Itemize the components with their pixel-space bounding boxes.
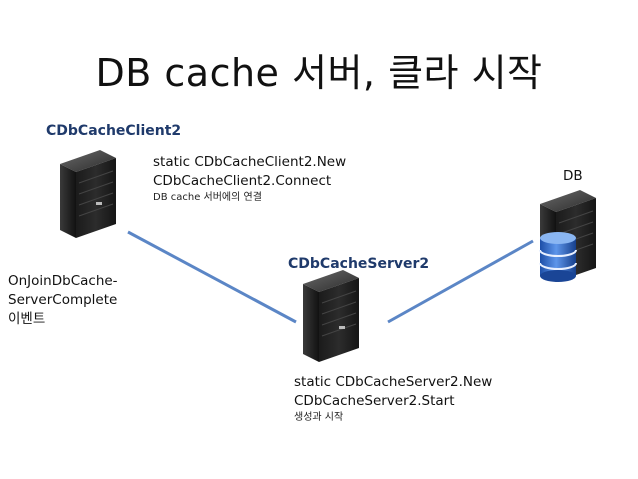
server-desc-note: 생성과 시작 [294, 412, 344, 423]
client-event-line2: ServerComplete [8, 292, 118, 308]
server-desc-line2: CDbCacheServer2.Start [294, 393, 455, 409]
db-label: DB [563, 168, 583, 184]
server-description: static CDbCacheServer2.New CDbCacheServe… [294, 373, 492, 425]
client-server-icon [60, 150, 116, 238]
server-name-label: CDbCacheServer2 [288, 256, 430, 272]
connector-server-db [387, 239, 534, 324]
slide-title: DB cache 서버, 클라 시작 [95, 51, 543, 95]
client-event-text: OnJoinDbCache- ServerComplete 이벤트 [8, 272, 118, 329]
database-cylinder-icon [539, 232, 577, 282]
server-desc-line1: static CDbCacheServer2.New [294, 374, 493, 390]
client-desc-line2: CDbCacheClient2.Connect [153, 173, 332, 189]
client-desc-line1: static CDbCacheClient2.New [153, 154, 347, 170]
client-event-line1: OnJoinDbCache- [8, 273, 118, 289]
client-event-line3: 이벤트 [8, 311, 46, 327]
client-name-label: CDbCacheClient2 [46, 123, 182, 139]
central-server-icon [303, 270, 359, 362]
client-description: static CDbCacheClient2.New CDbCacheClien… [153, 153, 346, 205]
connector-client-server [127, 230, 297, 324]
client-desc-note: DB cache 서버에의 연결 [153, 192, 262, 203]
